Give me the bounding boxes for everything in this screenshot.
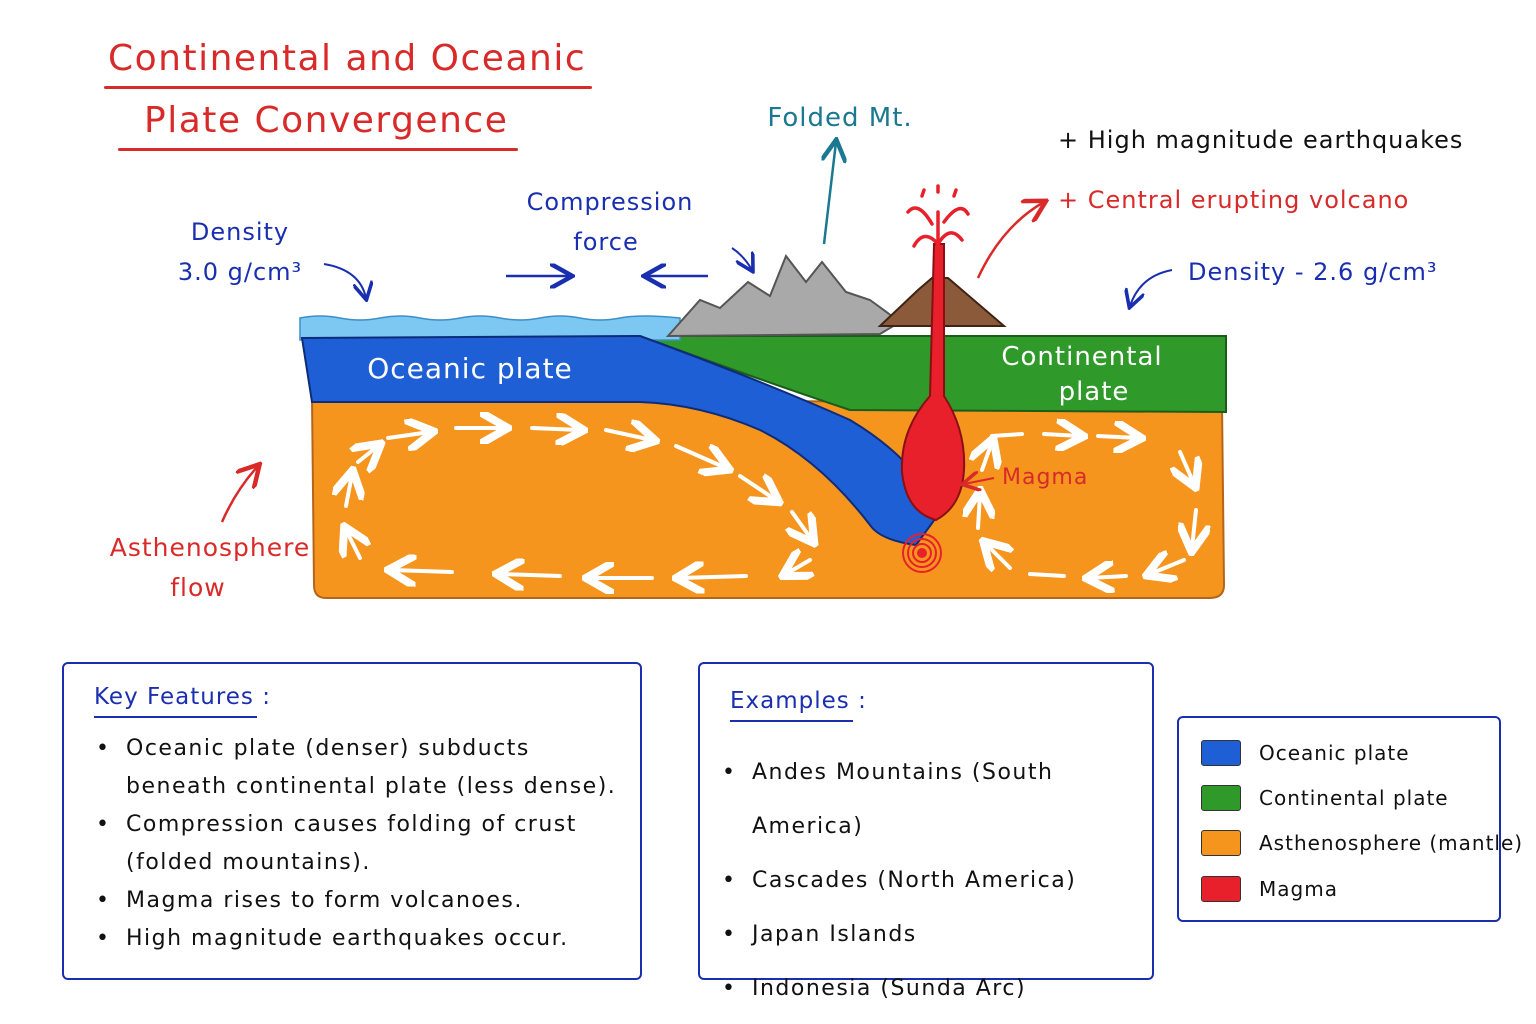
convection-flow-right xyxy=(978,434,1196,578)
legend-label: Oceanic plate xyxy=(1259,741,1410,765)
density-ocean-pointer xyxy=(323,263,366,298)
examples-heading-text: Examples : xyxy=(730,688,867,714)
astheno-label-2: flow xyxy=(170,573,226,602)
legend-swatch xyxy=(1201,876,1241,902)
legend-item-oceanic: Oceanic plate xyxy=(1201,738,1410,768)
title-underline-1 xyxy=(104,86,593,89)
examples-underline xyxy=(730,720,853,722)
title-underline-2 xyxy=(118,148,519,151)
list-item: High magnitude earthquakes occur. xyxy=(94,920,634,958)
continental-plate-label-2: plate xyxy=(1059,377,1130,407)
continental-plate-label-1: Continental xyxy=(1001,342,1162,372)
list-item: Magma rises to form volcanoes. xyxy=(94,882,634,920)
density-cont-label: Density - 2.6 g/cm³ xyxy=(1188,258,1437,286)
key-features-underline xyxy=(94,716,257,718)
legend-item-magma: Magma xyxy=(1201,874,1338,904)
examples-list: Andes Mountains (South America) Cascades… xyxy=(720,746,1150,1016)
legend-box: Oceanic plate Continental plate Asthenos… xyxy=(1177,716,1522,922)
folded-mt-arrow xyxy=(824,142,836,245)
ocean-water xyxy=(299,315,681,341)
title-line-2: Plate Convergence xyxy=(118,100,519,151)
key-features-list: Oceanic plate (denser) subducts beneath … xyxy=(94,730,634,958)
legend-item-asthenosphere: Asthenosphere (mantle) xyxy=(1201,828,1523,858)
title-text-1: Continental and Oceanic xyxy=(108,38,587,79)
legend-label: Asthenosphere (mantle) xyxy=(1259,831,1524,855)
legend-swatch xyxy=(1201,785,1241,811)
key-features-heading: Key Features : xyxy=(94,684,271,718)
folded-mt-label: Folded Mt. xyxy=(767,103,912,133)
key-features-box: Key Features : Oceanic plate (denser) su… xyxy=(62,662,642,980)
magma-pointer xyxy=(964,478,995,484)
magma-label: Magma xyxy=(1002,465,1088,490)
convection-flow-left xyxy=(346,428,812,578)
oceanic-plate xyxy=(300,334,940,547)
title-line-1: Continental and Oceanic xyxy=(104,38,593,89)
examples-box: Examples : Andes Mountains (South Americ… xyxy=(698,662,1154,1016)
list-item: Cascades (North America) xyxy=(720,854,1150,908)
legend-swatch xyxy=(1201,740,1241,766)
magma-chamber xyxy=(900,243,966,522)
list-item: Andes Mountains (South America) xyxy=(720,746,1150,854)
astheno-pointer xyxy=(220,466,258,523)
legend-label: Magma xyxy=(1259,877,1338,901)
density-cont-pointer xyxy=(1130,269,1173,306)
density-ocean-title: Density xyxy=(191,218,289,246)
legend-swatch xyxy=(1201,830,1241,856)
astheno-label-1: Asthenosphere xyxy=(110,533,311,562)
eruption-plume xyxy=(906,184,970,248)
examples-heading: Examples : xyxy=(730,688,867,722)
density-ocean-value: 3.0 g/cm³ xyxy=(178,258,302,286)
legend-label: Continental plate xyxy=(1259,786,1449,810)
compression-label-1: Compression xyxy=(527,188,694,216)
title-text-2: Plate Convergence xyxy=(144,100,509,141)
list-item: Indonesia (Sunda Arc) xyxy=(720,962,1150,1016)
compression-label-2: force xyxy=(573,228,638,256)
note-volcano: + Central erupting volcano xyxy=(1058,186,1409,214)
volcano-note-arrow xyxy=(976,202,1044,279)
legend-item-continental: Continental plate xyxy=(1201,783,1449,813)
key-features-heading-text: Key Features : xyxy=(94,684,271,710)
note-earthquakes: + High magnitude earthquakes xyxy=(1058,126,1463,154)
earthquake-focus xyxy=(902,533,942,573)
folded-mountain xyxy=(665,253,902,338)
compression-pointer xyxy=(731,247,752,270)
list-item: Oceanic plate (denser) subducts beneath … xyxy=(94,730,634,806)
convergence-diagram: Density 3.0 g/cm³ Compression force Fold… xyxy=(110,103,1463,602)
list-item: Japan Islands xyxy=(720,908,1150,962)
list-item: Compression causes folding of crust (fol… xyxy=(94,806,634,882)
oceanic-plate-label: Oceanic plate xyxy=(367,352,573,385)
